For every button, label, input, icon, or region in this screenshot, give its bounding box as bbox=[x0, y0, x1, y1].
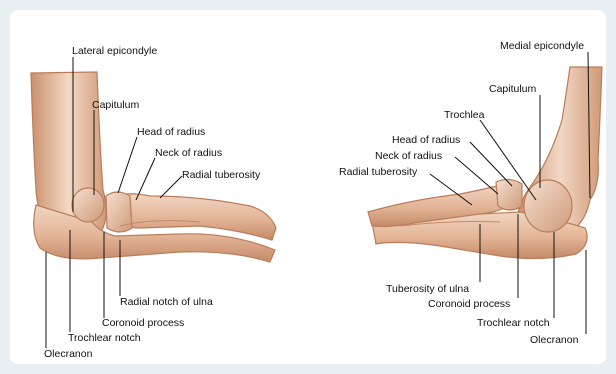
left-radius-shape bbox=[110, 194, 276, 240]
leader-radial-tuberosity bbox=[160, 176, 182, 198]
label-capitulum-right: Capitulum bbox=[489, 83, 536, 95]
label-neck-of-radius-right: Neck of radius bbox=[375, 150, 442, 162]
label-trochlear-notch-right: Trochlear notch bbox=[477, 317, 550, 329]
label-olecranon-left: Olecranon bbox=[44, 348, 92, 360]
label-neck-of-radius-left: Neck of radius bbox=[155, 147, 222, 159]
label-olecranon-right: Olecranon bbox=[530, 334, 578, 346]
leader-neck-of-radius bbox=[136, 158, 155, 200]
leader-neck-of-radius-right bbox=[455, 157, 498, 194]
label-coronoid-process-right: Coronoid process bbox=[428, 298, 510, 310]
label-tuberosity-of-ulna: Tuberosity of ulna bbox=[386, 283, 469, 295]
label-radial-tuberosity-right: Radial tuberosity bbox=[339, 166, 417, 178]
leader-head-of-radius-right bbox=[470, 142, 512, 186]
label-capitulum-left: Capitulum bbox=[92, 99, 139, 111]
right-radial-head-shape bbox=[496, 179, 522, 210]
right-elbow-illustration bbox=[368, 67, 602, 259]
label-medial-epicondyle: Medial epicondyle bbox=[500, 40, 584, 52]
right-trochlea-shape bbox=[524, 180, 572, 232]
label-coronoid-process-left: Coronoid process bbox=[102, 317, 184, 329]
left-radial-head-shape bbox=[106, 192, 132, 232]
left-elbow-illustration bbox=[31, 72, 276, 262]
label-head-of-radius-left: Head of radius bbox=[137, 126, 205, 138]
label-head-of-radius-right: Head of radius bbox=[392, 134, 460, 146]
label-radial-tuberosity-left: Radial tuberosity bbox=[182, 169, 260, 181]
label-radial-notch-of-ulna: Radial notch of ulna bbox=[120, 296, 213, 308]
label-lateral-epicondyle: Lateral epicondyle bbox=[72, 45, 157, 57]
label-trochlear-notch-left: Trochlear notch bbox=[68, 332, 141, 344]
leader-head-of-radius bbox=[118, 137, 137, 193]
label-trochlea: Trochlea bbox=[444, 109, 484, 121]
left-capitulum-shape bbox=[72, 188, 104, 222]
